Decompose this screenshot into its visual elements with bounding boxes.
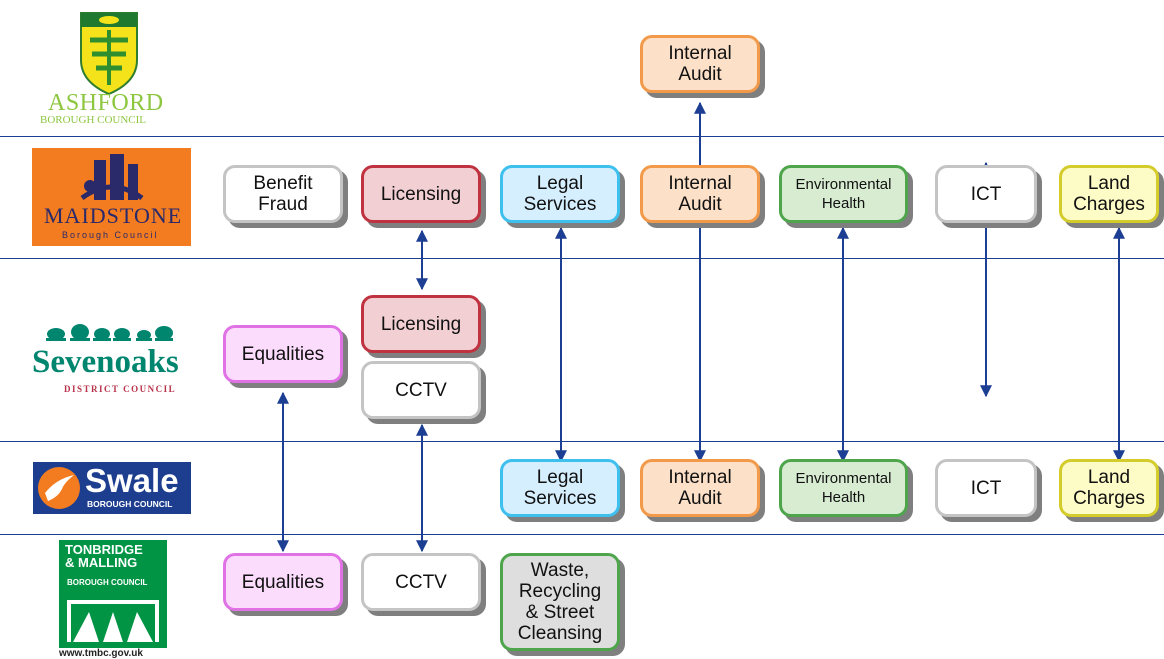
maidstone-legal-services-box: Legal Services bbox=[500, 165, 620, 223]
ashford-shield-icon bbox=[80, 12, 138, 96]
sevenoaks-logo: Sevenoaks DISTRICT COUNCIL bbox=[28, 320, 198, 400]
sevenoaks-cctv-box: CCTV bbox=[361, 361, 481, 419]
sevenoaks-name: Sevenoaks bbox=[32, 344, 179, 380]
swale-internal-audit-box: Internal Audit bbox=[640, 459, 760, 517]
tonbridge-line2: & MALLING bbox=[65, 555, 138, 570]
tonbridge-logo: TONBRIDGE & MALLING BOROUGH COUNCIL www.… bbox=[52, 540, 174, 659]
swale-legal-services-box: Legal Services bbox=[500, 459, 620, 517]
maidstone-town-icon bbox=[80, 154, 144, 201]
maidstone-ict-box: ICT bbox=[935, 165, 1037, 223]
maidstone-licensing-box: Licensing bbox=[361, 165, 481, 223]
swale-subtitle: BOROUGH COUNCIL bbox=[87, 499, 173, 509]
maidstone-subtitle: Borough Council bbox=[62, 230, 159, 240]
divider-line bbox=[0, 534, 1164, 535]
ashford-logo: ASHFORD BOROUGH COUNCIL bbox=[30, 10, 200, 130]
maidstone-name: MAIDSTONE bbox=[44, 203, 183, 228]
swale-name: Swale bbox=[85, 462, 179, 499]
tonbridge-waste-recycling-box: Waste, Recycling & Street Cleansing bbox=[500, 553, 620, 651]
divider-line bbox=[0, 441, 1164, 442]
divider-line bbox=[0, 136, 1164, 137]
swale-ict-box: ICT bbox=[935, 459, 1037, 517]
tonbridge-subtitle: BOROUGH COUNCIL bbox=[67, 578, 148, 587]
tonbridge-panel: TONBRIDGE & MALLING BOROUGH COUNCIL bbox=[59, 540, 167, 648]
tonbridge-equalities-box: Equalities bbox=[223, 553, 343, 611]
maidstone-benefit-fraud-box: Benefit Fraud bbox=[223, 165, 343, 223]
ashford-internal-audit-box: Internal Audit bbox=[640, 35, 760, 93]
swale-land-charges-box: Land Charges bbox=[1059, 459, 1159, 517]
bridge-icon bbox=[67, 600, 159, 642]
sevenoaks-equalities-box: Equalities bbox=[223, 325, 343, 383]
maidstone-land-charges-box: Land Charges bbox=[1059, 165, 1159, 223]
sevenoaks-licensing-box: Licensing bbox=[361, 295, 481, 353]
divider-line bbox=[0, 258, 1164, 259]
tonbridge-cctv-box: CCTV bbox=[361, 553, 481, 611]
maidstone-environmental-health-box: Environmental Health bbox=[779, 165, 908, 223]
ashford-name: ASHFORD bbox=[48, 90, 164, 116]
ashford-subtitle: BOROUGH COUNCIL bbox=[40, 114, 147, 126]
swale-environmental-health-box: Environmental Health bbox=[779, 459, 908, 517]
sevenoaks-subtitle: DISTRICT COUNCIL bbox=[64, 384, 177, 394]
swale-logo: Swale BOROUGH COUNCIL bbox=[33, 462, 191, 514]
sevenoaks-trees-icon bbox=[46, 324, 173, 341]
maidstone-logo: MAIDSTONE Borough Council bbox=[32, 148, 191, 246]
swallow-icon bbox=[38, 467, 80, 509]
tonbridge-url: www.tmbc.gov.uk bbox=[59, 648, 143, 659]
maidstone-internal-audit-box: Internal Audit bbox=[640, 165, 760, 223]
tonbridge-line1: TONBRIDGE bbox=[65, 542, 143, 557]
